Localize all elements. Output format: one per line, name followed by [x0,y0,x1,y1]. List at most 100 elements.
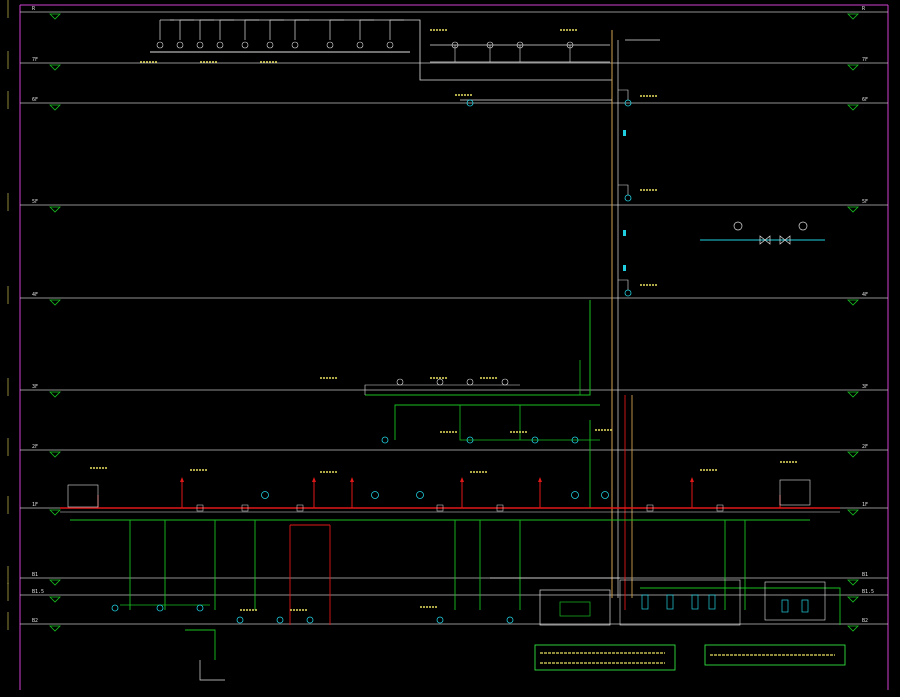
valve-icon [196,504,204,512]
level-marker-left [49,579,61,586]
pump-icon [466,99,474,107]
pump-icon [196,604,204,612]
riser-branch [618,279,629,290]
level-marker-right [847,596,859,603]
device-symbols [67,41,826,626]
pressure-gauge-icon [798,221,808,231]
level-marker-right [847,451,859,458]
floor-label-right: 1F [862,502,868,508]
plant-room-box [539,589,611,626]
pump-icon [176,41,184,49]
floor-label-left: B1.5 [32,589,44,595]
up-arrow-icon [180,477,184,482]
pipe-network [60,19,841,681]
level-marker-left [49,596,61,603]
check-valve-icon [779,235,791,245]
4f-upper-branch [364,384,520,395]
equipment-panel [559,601,591,617]
level-marker-right [847,206,859,213]
pump-icon [566,41,574,49]
up-arrow-icon [460,477,464,482]
valve-icon [436,504,444,512]
pump-icon [216,41,224,49]
valve-icon [241,504,249,512]
pump-icon [601,491,609,499]
pressure-gauge-icon [733,221,743,231]
pump-icon [156,41,164,49]
level-marker-left [49,64,61,71]
level-marker-left [49,104,61,111]
pump-icon [531,436,539,444]
floor-label-right: 3F [862,384,868,390]
right-manifold [779,479,811,506]
floor-label-left: B1 [32,572,38,578]
pump-icon [466,378,474,386]
up-arrow-icon [312,477,316,482]
pump-icon [416,491,424,499]
riser-valve [623,130,626,136]
level-marker-right [847,391,859,398]
pump-icon [624,289,632,297]
pump-icon [381,436,389,444]
riser-branch [618,184,629,195]
level-marker-right [847,625,859,632]
legend-boxes [534,644,846,671]
pump-room-box [764,581,826,621]
pump-icon [196,41,204,49]
b2-drop [185,629,216,660]
pump-icon [326,41,334,49]
pump-icon [436,616,444,624]
pump-icon [506,616,514,624]
floor-label-left: 7F [32,57,38,63]
pump-icon [306,616,314,624]
valve-icon [296,504,304,512]
level-marker-left [49,206,61,213]
level-marker-right [847,13,859,20]
pump-icon [386,41,394,49]
level-marker-left [49,391,61,398]
left-manifold [67,484,99,508]
pump-icon [396,378,404,386]
tank-icon [691,594,699,610]
valve-icon [496,504,504,512]
floor-label-right: B1 [862,572,868,578]
floor-label-right: 7F [862,57,868,63]
legend-box-left [534,644,676,671]
roof-main-pipe [170,19,612,81]
level-marker-right [847,299,859,306]
pump-icon [436,378,444,386]
floor-label-right: R [862,6,866,12]
up-arrow-icon [538,477,542,482]
riser-valve [623,230,626,236]
riser-branch [618,89,629,100]
pump-icon [624,99,632,107]
annotation-labels [90,29,798,611]
pump-icon [371,491,379,499]
b1-return [640,587,841,625]
floor-label-right: 5F [862,199,868,205]
tank-room-box [619,579,741,626]
pump-icon [276,616,284,624]
floor-label-right: 2F [862,444,868,450]
floor-label-left: 3F [32,384,38,390]
valve-detail-callout [700,221,825,245]
4f-main-pipe [365,300,591,396]
3f-main-pipe [394,404,600,440]
3f-branch [459,405,600,441]
pump-icon [466,436,474,444]
floor-label-right: 4F [862,292,868,298]
pump-icon [261,491,269,499]
floor-label-left: R [32,6,36,12]
tank-icon [781,599,789,613]
floor-label-left: 6F [32,97,38,103]
gate-valve-icon [759,235,771,245]
floor-label-left: 4F [32,292,38,298]
level-marker-left [49,509,61,516]
pump-icon [356,41,364,49]
b2-return [199,660,225,681]
pump-icon [266,41,274,49]
tank-icon [708,594,716,610]
up-arrow-icon [350,477,354,482]
level-marker-right [847,509,859,516]
